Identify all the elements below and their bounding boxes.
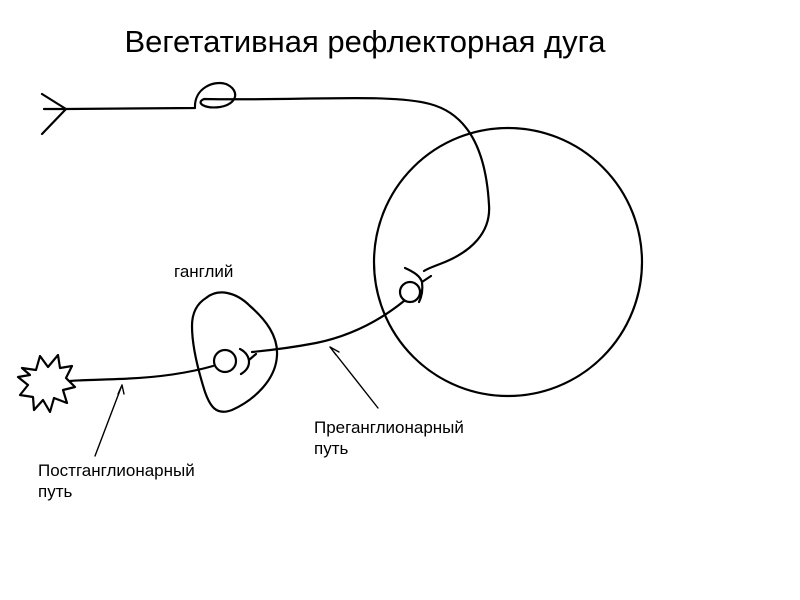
ganglion-label: ганглий [174,262,234,281]
postganglionic-label-line1: Постганглионарный [38,461,195,480]
preganglionic-label-line1: Преганглионарный [314,418,464,437]
preganglionic-label: Преганглионарный путь [314,417,464,459]
effector-starburst-icon [16,353,77,414]
preganglionic-label-line2: путь [314,439,349,458]
postganglionic-neuron-body [212,348,238,374]
ganglion-outline [190,291,279,413]
receptor-arrow-icon [40,92,68,136]
afferent-fiber [64,81,491,273]
postganglionic-pointer-line [94,384,125,457]
spinal-synapse-cup-icon [403,266,433,304]
preganglionic-pointer-line [329,346,379,409]
postganglionic-label-line2: путь [38,482,73,501]
diagram-title: Вегетативная рефлекторная дуга [124,24,606,59]
preganglionic-neuron-body [398,280,422,304]
ganglion-synapse-cup-icon [238,347,258,376]
postganglionic-fiber [68,364,215,383]
preganglionic-fiber [250,299,406,354]
spinal-cord-circle [372,126,644,398]
postganglionic-label: Постганглионарный путь [38,460,195,502]
